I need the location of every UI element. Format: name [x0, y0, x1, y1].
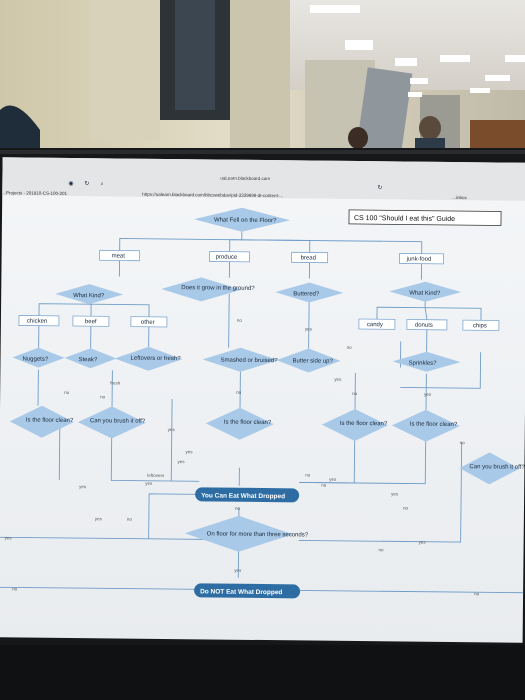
svg-text:Butter side up?: Butter side up? [292, 358, 333, 364]
svg-text:yes: yes [177, 459, 185, 464]
level2-diamonds: What Kind? Does it grow in the ground? B… [55, 277, 462, 305]
svg-text:no: no [460, 440, 466, 445]
svg-text:no: no [352, 391, 358, 396]
svg-text:Can you brush it off?: Can you brush it off? [469, 464, 525, 471]
meat-kind: What Kind? [73, 293, 105, 299]
domain-text: uaLearn.blackboard.com [220, 176, 270, 182]
svg-text:other: other [141, 320, 155, 326]
reload-right-icon[interactable]: ↻ [377, 184, 382, 191]
svg-text:yes: yes [329, 477, 337, 482]
svg-text:yes: yes [79, 484, 87, 489]
not-eat-node: Do NOT Eat What Dropped [194, 583, 301, 599]
svg-text:no: no [474, 591, 480, 596]
room-background [0, 0, 525, 160]
tab-right[interactable]: ...inbox [452, 195, 467, 200]
svg-text:beef: beef [85, 319, 97, 325]
back-icon[interactable]: ◉ [68, 181, 73, 187]
svg-text:no: no [100, 394, 106, 399]
label-leftovers: leftovers [147, 473, 165, 478]
svg-text:no: no [379, 547, 385, 552]
svg-text:Smashed or bruised?: Smashed or bruised? [220, 358, 278, 365]
svg-text:Nuggets?: Nuggets? [22, 356, 48, 362]
svg-text:What Fell on the Floor?: What Fell on the Floor? [214, 217, 277, 224]
category-bread: bread [301, 255, 316, 261]
svg-text:no: no [347, 345, 353, 350]
buttered-question: Buttered? [293, 291, 320, 297]
level3-diamonds: Nuggets? Steak? Leftovers or fresh? Smas… [12, 346, 461, 373]
svg-text:yes: yes [186, 449, 194, 454]
monitor-edge [0, 150, 525, 154]
svg-text:no: no [236, 390, 242, 395]
svg-text:Sprinkles?: Sprinkles? [408, 361, 437, 367]
svg-text:Do NOT Eat What Dropped: Do NOT Eat What Dropped [200, 588, 282, 596]
svg-text:Steak?: Steak? [78, 357, 97, 363]
svg-text:no: no [403, 505, 409, 510]
svg-text:On floor for more than three s: On floor for more than three seconds? [207, 531, 309, 538]
svg-text:donuts: donuts [415, 323, 433, 329]
junk-kind: What Kind? [409, 291, 441, 297]
svg-text:Is the floor clean?: Is the floor clean? [224, 420, 272, 427]
svg-text:You Can Eat What Dropped: You Can Eat What Dropped [201, 492, 285, 500]
browser-chrome: ◉ ↻ ⌕ uaLearn.blackboard.com ↻ ...Projec… [2, 157, 525, 201]
svg-text:Leftovers or fresh?: Leftovers or fresh? [130, 356, 181, 363]
guide-title-box [348, 209, 502, 226]
category-junk: junk-food [406, 256, 432, 262]
svg-text:yes: yes [305, 326, 313, 331]
svg-text:yes: yes [145, 481, 153, 486]
yes-no-labels: no yes no yes no no no no yes yes yes ye… [5, 318, 480, 597]
on-floor-node: On floor for more than three seconds? [184, 515, 309, 552]
svg-text:no: no [235, 506, 241, 511]
search-icon[interactable]: ⌕ [100, 181, 103, 187]
junk-items: candy donuts chips [358, 318, 500, 331]
svg-text:yes: yes [391, 491, 399, 496]
reload-icon[interactable]: ↻ [84, 180, 89, 187]
tab-left[interactable]: ...Projects - 201810-CS-100-201 [2, 190, 67, 196]
flow-lines [0, 231, 524, 594]
svg-text:yes: yes [424, 392, 432, 397]
svg-text:no: no [64, 390, 70, 395]
svg-text:Can you brush it off?: Can you brush it off? [90, 418, 146, 425]
monitor-screen: ◉ ↻ ⌕ uaLearn.blackboard.com ↻ ...Projec… [0, 157, 525, 643]
svg-text:chicken: chicken [27, 319, 47, 325]
svg-text:no: no [12, 586, 18, 591]
svg-text:yes: yes [168, 427, 176, 432]
svg-text:Is the floor clean?: Is the floor clean? [26, 418, 74, 425]
can-eat-node: You Can Eat What Dropped [195, 487, 300, 503]
svg-text:candy: candy [367, 322, 383, 328]
svg-text:no: no [305, 472, 311, 477]
category-produce: produce [216, 255, 238, 261]
svg-text:yes: yes [5, 535, 13, 540]
monitor-bottom-bezel [0, 645, 525, 700]
svg-text:no: no [237, 318, 243, 323]
svg-text:yes: yes [334, 377, 342, 382]
label-fresh: fresh [110, 380, 121, 385]
start-node: What Fell on the Floor? [193, 207, 290, 232]
grow-question: Does it grow in the ground? [181, 285, 255, 292]
svg-text:chips: chips [473, 323, 487, 329]
category-meat: meat [112, 253, 126, 259]
svg-text:no: no [127, 517, 133, 522]
meat-items: chicken beef other [18, 315, 168, 328]
category-boxes: meat produce bread junk-food [99, 249, 445, 265]
svg-text:yes: yes [95, 516, 103, 521]
svg-text:no: no [321, 483, 327, 488]
svg-text:Is the floor clean?: Is the floor clean? [410, 422, 458, 429]
svg-text:yes: yes [419, 540, 427, 545]
url-text[interactable]: https://ualearn.blackboard.com/bbcswebda… [142, 192, 283, 198]
guide-title: CS 100 "Should I eat this" Guide [354, 215, 455, 223]
svg-text:Is the floor clean?: Is the floor clean? [340, 421, 388, 428]
level4-diamonds: Is the floor clean? Can you brush it off… [9, 405, 525, 485]
svg-text:yes: yes [234, 568, 242, 573]
